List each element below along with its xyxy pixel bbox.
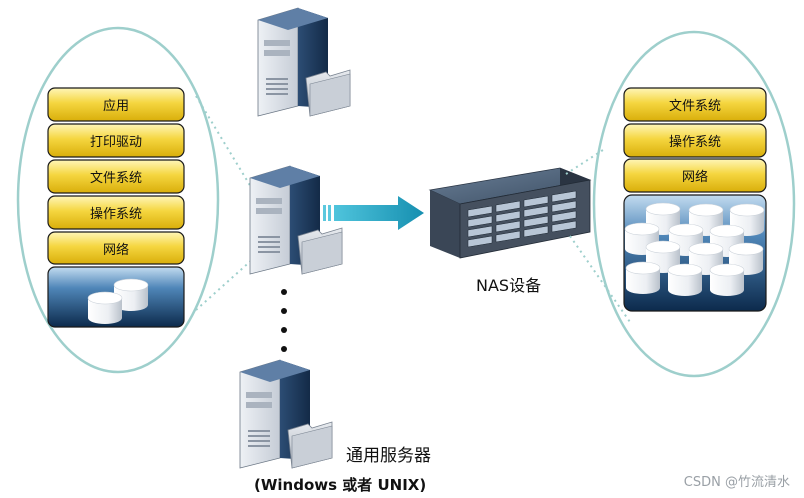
watermark: CSDN @竹流清水 <box>684 475 790 490</box>
server-os-label: (Windows 或者 UNIX) <box>254 476 426 494</box>
right-layer-label: 网络 <box>682 169 708 185</box>
right-layer-os: 操作系统 <box>623 123 767 158</box>
server-icon <box>257 7 351 117</box>
left-layer-label: 应用 <box>103 98 129 114</box>
left-connector-lines <box>195 95 255 311</box>
left-layer-app: 应用 <box>47 87 185 122</box>
right-layer-network: 网络 <box>623 158 767 193</box>
right-layer-label: 文件系统 <box>669 99 721 114</box>
nas-device-icon <box>428 167 592 259</box>
left-layer-print-driver: 打印驱动 <box>47 123 185 158</box>
arrow-icon <box>323 196 424 230</box>
server-icon <box>239 359 333 469</box>
left-layer-label: 打印驱动 <box>90 135 142 150</box>
left-layer-label: 操作系统 <box>90 206 142 222</box>
right-storage-block <box>623 194 767 312</box>
left-layer-file-system: 文件系统 <box>47 159 185 194</box>
right-layer-file-system: 文件系统 <box>623 87 767 122</box>
left-layer-network: 网络 <box>47 231 185 265</box>
ellipsis-dots <box>281 289 287 352</box>
left-layer-label: 文件系统 <box>90 171 142 186</box>
left-storage-block <box>47 266 185 328</box>
right-connector-lines <box>565 147 631 323</box>
right-layer-label: 操作系统 <box>669 134 721 150</box>
right-nas-stack-ellipse <box>592 30 796 378</box>
server-label: 通用服务器 <box>346 446 431 466</box>
left-server-stack-ellipse <box>16 26 220 374</box>
nas-device-label: NAS设备 <box>476 276 541 295</box>
left-layer-label: 网络 <box>103 242 129 258</box>
left-layer-os: 操作系统 <box>47 195 185 230</box>
